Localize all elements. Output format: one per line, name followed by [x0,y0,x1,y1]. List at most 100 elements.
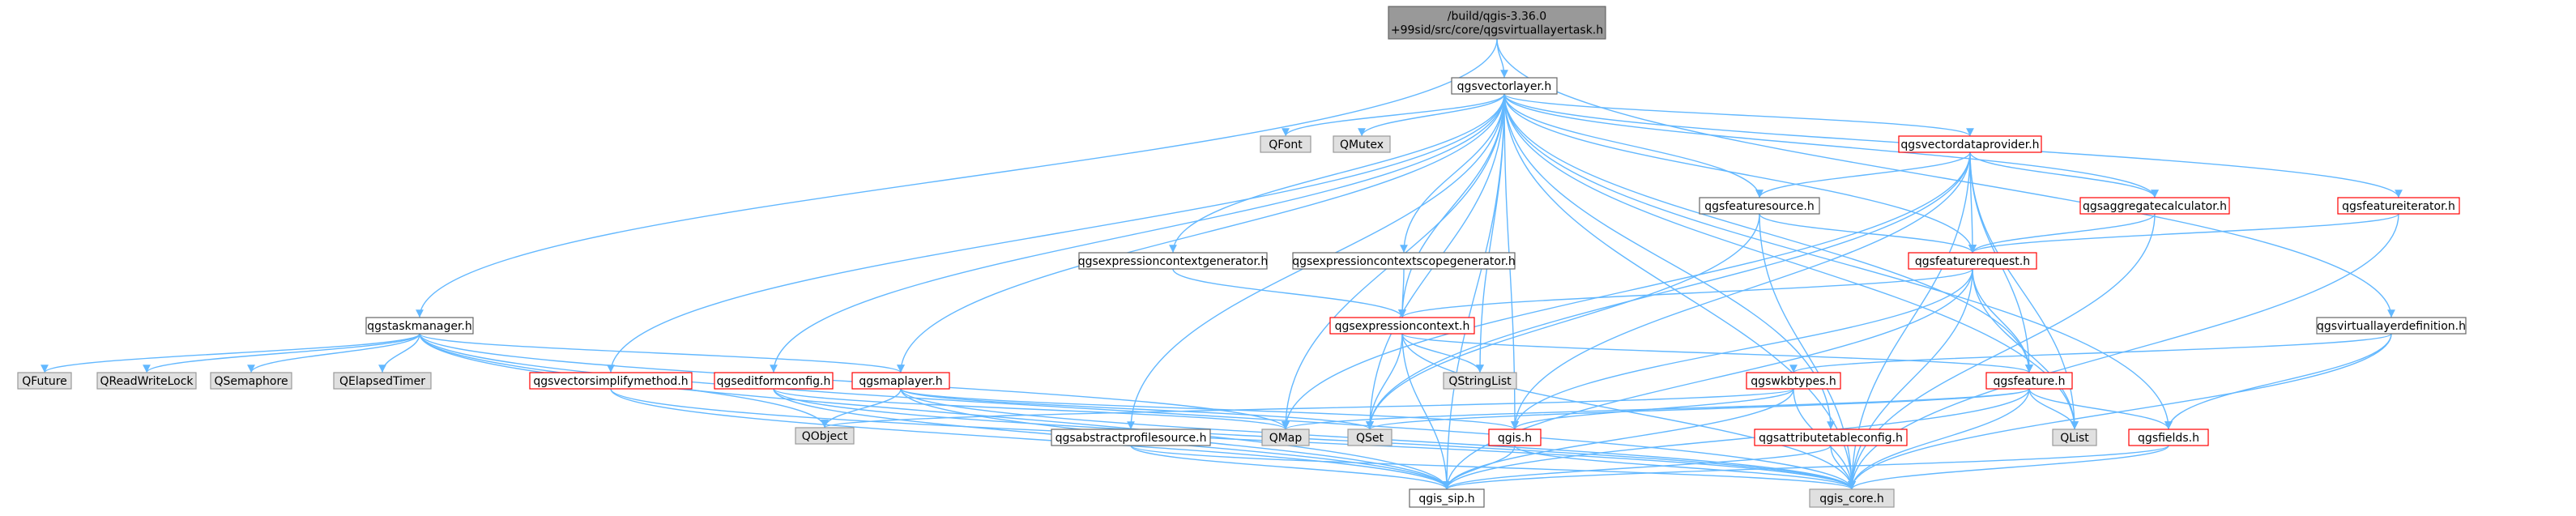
edge-qgsfeature-to-qgis-sip [1443,388,2030,490]
node-label: QFuture [22,375,67,388]
node-qgsexpressioncontextgenerator[interactable]: qgsexpressioncontextgenerator.h [1078,252,1269,270]
node-qgsattributetableconfig[interactable]: qgsattributetableconfig.h [1754,429,1908,446]
edge-qgsvectorlayer-to-qgseditformconfig [770,93,1505,373]
node-label: QElapsedTimer [339,375,425,388]
node-qgsexpressioncontextscopegenerator[interactable]: qgsexpressioncontextscopegenerator.h [1292,252,1516,270]
node-box [1347,429,1392,446]
node-label: qgis_sip.h [1418,493,1474,505]
node-box [1754,429,1908,446]
node-label: QMap [1269,432,1303,445]
node-qgis-core: qgis_core.h [1809,488,1895,508]
node-box [1409,488,1485,508]
edge-qgsvectorlayer-to-qgsfields [1503,93,2173,430]
node-box [17,372,72,390]
node-qgsfeaturerequest[interactable]: qgsfeaturerequest.h [1908,252,2037,270]
node-qgis[interactable]: qgis.h [1488,429,1542,446]
node-qlist: QList [2052,429,2097,446]
node-label: QFont [1269,139,1303,151]
edge-qgsfeaturerequest-to-qgis [1511,268,1973,430]
edge-qgsmaplayer-to-qset [900,388,1374,430]
node-qgswkbtypes[interactable]: qgswkbtypes.h [1746,372,1841,390]
node-box [795,427,855,445]
node-qmutex: QMutex [1333,135,1391,153]
node-box [1809,488,1895,508]
edge-root-to-qgstaskmanager [416,38,1498,318]
node-label: QSet [1356,432,1384,445]
edge-qgstaskmanager-to-qread-write-lock [143,333,420,373]
node-box [1388,6,1606,40]
node-label: /build/qgis-3.36.0 [1448,11,1546,23]
edge-qgsfeaturerequest-to-qgsfeature [1972,268,2033,373]
node-qgsvectorsimplifymethod[interactable]: qgsvectorsimplifymethod.h [529,372,693,390]
edge-qgsexpressioncontext-to-qgsfeature [1401,333,2033,373]
node-qgsvectordataprovider[interactable]: qgsvectordataprovider.h [1898,135,2042,153]
node-label: +99sid/src/core/qgsvirtuallayertask.h [1391,24,1603,37]
node-box [1051,429,1211,446]
node-label: qgsexpressioncontextscopegenerator.h [1292,255,1516,268]
node-qgstaskmanager[interactable]: qgstaskmanager.h [365,317,474,335]
node-box [1443,372,1517,390]
node-qgsvectorlayer[interactable]: qgsvectorlayer.h [1451,77,1558,95]
edge-qgstaskmanager-to-qgis-core [419,333,1856,490]
edge-qgsvectorlayer-to-qgsexpressioncontextscopegenerator [1400,93,1505,254]
edge-qgsabstractprofilesource-to-qgis-sip [1130,445,1451,490]
edge-qgsvectorlayer-to-qgsfeature [1503,93,2033,373]
node-box [1078,252,1268,270]
dependency-edges [41,38,2403,490]
edge-qgsvectordataprovider-to-qgsfeaturesource [1755,151,1971,198]
edge-qgsaggregatecalculator-to-qgsfeaturerequest [1968,213,2156,254]
edge-qgsvectorlayer-to-qgsfeaturesource [1503,93,1764,198]
node-label: qgsmaplayer.h [859,375,942,388]
node-qgsvirtuallayerdefinition[interactable]: qgsvirtuallayerdefinition.h [2316,317,2467,335]
node-box [1329,317,1475,335]
node-label: qgsfeatureiterator.h [2342,200,2455,213]
node-qgsfields[interactable]: qgsfields.h [2128,429,2209,446]
node-qread-write-lock: QReadWriteLock [96,372,197,390]
edge-qgsexpressioncontextscopegenerator-to-qgsexpressioncontext [1398,268,1406,318]
edge-qgswkbtypes-to-qobject [821,388,1794,429]
node-box [1898,135,2042,153]
edge-qgsfeature-to-qgsfields [2028,388,2173,430]
edge-qgsexpressioncontext-to-qstring-list [1401,333,1484,373]
node-qgis-sip[interactable]: qgis_sip.h [1409,488,1485,508]
node-qgsaggregatecalculator[interactable]: qgsaggregatecalculator.h [2079,197,2230,215]
edge-qgsvectorlayer-to-qgis-core [1503,93,1856,490]
edge-qgsabstractprofilesource-to-qgis-core [1130,445,1856,490]
node-label: qgsaggregatecalculator.h [2083,200,2227,213]
edge-qgsvectordataprovider-to-qmap [1282,151,1971,430]
node-root[interactable]: /build/qgis-3.36.0+99sid/src/core/qgsvir… [1388,6,1606,40]
node-box [1699,197,1820,215]
edge-qgsfeature-to-qgis-core [1848,388,2030,490]
node-box [2337,197,2460,215]
node-qgsfeature[interactable]: qgsfeature.h [1985,372,2073,390]
node-box [1451,77,1558,95]
edge-qgsfeaturerequest-to-qgis-core [1848,268,1973,490]
dependency-nodes: /build/qgis-3.36.0+99sid/src/core/qgsvir… [17,6,2467,508]
edge-qgstaskmanager-to-qgis-sip [419,333,1451,490]
edge-qgstaskmanager-to-qgsmaplayer [419,333,905,373]
node-qobject: QObject [795,427,855,445]
node-box [333,372,432,390]
edge-qgsvectorlayer-to-qgsmaplayer [897,93,1505,373]
node-label: qgsvectordataprovider.h [1900,139,2039,151]
node-box [529,372,693,390]
node-box [1292,252,1516,270]
node-label: qgsabstractprofilesource.h [1056,432,1207,445]
edge-qgsvectorlayer-to-qgsvectorsimplifymethod [607,93,1505,373]
node-box [1985,372,2073,390]
node-qelapsed-timer: QElapsedTimer [333,372,432,390]
node-qgsfeatureiterator[interactable]: qgsfeatureiterator.h [2337,197,2460,215]
node-box [210,372,292,390]
node-qgsabstractprofilesource[interactable]: qgsabstractprofilesource.h [1051,429,1211,446]
node-qgsexpressioncontext[interactable]: qgsexpressioncontext.h [1329,317,1475,335]
edge-qgsvectorlayer-to-qfont [1282,93,1505,137]
node-box [1333,135,1391,153]
edge-qgseditformconfig-to-qmap [773,388,1290,430]
node-qgsmaplayer[interactable]: qgsmaplayer.h [851,372,950,390]
node-qfuture: QFuture [17,372,72,390]
node-qgseditformconfig[interactable]: qgseditformconfig.h [714,372,834,390]
edge-qgsvectordataprovider-to-qgsaggregatecalculator [1969,151,2159,198]
edge-qgsexpressioncontextgenerator-to-qgsexpressioncontext [1172,268,1406,318]
node-qgsfeaturesource[interactable]: qgsfeaturesource.h [1699,197,1820,215]
edge-qgsfields-to-qgis-sip [1443,445,2169,490]
